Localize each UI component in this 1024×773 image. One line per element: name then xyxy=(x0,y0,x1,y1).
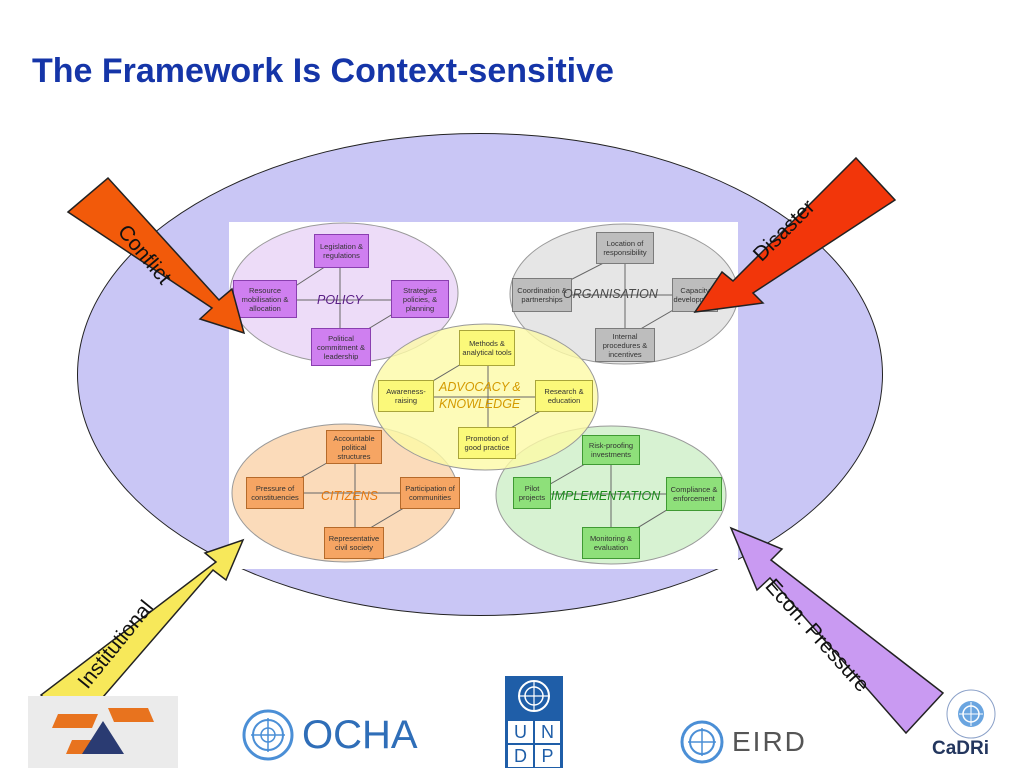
eird-logo-text: EIRD xyxy=(732,726,807,757)
advocacy-box-left: Awareness-raising xyxy=(378,380,434,412)
organisation-label: ORGANISATION xyxy=(563,287,658,301)
partner-logo-triangle xyxy=(28,696,178,768)
policy-box-left: Resource mobilisation & allocation xyxy=(233,280,297,318)
implementation-box-top: Risk-proofing investments xyxy=(582,435,640,465)
citizens-box-top: Accountable political structures xyxy=(326,430,382,464)
eird-logo: EIRD xyxy=(680,718,840,766)
organisation-ellipse xyxy=(509,223,738,365)
econ-pressure-arrow xyxy=(729,526,945,735)
organisation-box-top: Location of responsibility xyxy=(596,232,654,264)
cadri-emblem-icon xyxy=(946,689,996,739)
advocacy-label-line2: KNOWLEDGE xyxy=(439,396,521,411)
cadri-logo-text: CaDRi xyxy=(932,738,990,759)
policy-label: POLICY xyxy=(317,293,363,307)
advocacy-label-line1: ADVOCACY & xyxy=(439,380,521,394)
un-emblem-icon xyxy=(242,709,294,761)
undp-letter-u: U xyxy=(508,721,533,743)
triangle-logo-icon xyxy=(52,708,154,754)
ocha-logo-text: OCHA xyxy=(302,712,418,757)
slide-title: The Framework Is Context-sensitive xyxy=(32,52,614,90)
framework-diagram: Legislation & regulations Resource mobil… xyxy=(229,222,738,569)
implementation-label: IMPLEMENTATION xyxy=(551,489,661,503)
disaster-arrow xyxy=(693,156,897,313)
implementation-box-bottom: Monitoring & evaluation xyxy=(582,527,640,559)
undp-letter-p: P xyxy=(535,745,560,767)
advocacy-box-bottom: Promotion of good practice xyxy=(458,427,516,459)
cadri-logo: CAPACITY FOR DISASTER REDUCTION INITIATI… xyxy=(924,688,1024,768)
citizens-box-right: Participation of communities xyxy=(400,477,460,509)
organisation-box-bottom: Internal procedures & incentives xyxy=(595,328,655,362)
framework-diagram-lines xyxy=(229,222,738,565)
citizens-box-left: Pressure of constituencies xyxy=(246,477,304,509)
undp-letters: U N D P xyxy=(505,721,563,767)
advocacy-box-top: Methods & analytical tools xyxy=(459,330,515,366)
policy-box-top: Legislation & regulations xyxy=(314,234,369,268)
citizens-label: CITIZENS xyxy=(321,489,378,503)
organisation-box-left: Coordination & partnerships xyxy=(512,278,572,312)
advocacy-label: ADVOCACY & KNOWLEDGE xyxy=(439,379,521,413)
conflict-arrow xyxy=(66,176,246,335)
undp-letter-d: D xyxy=(508,745,533,767)
citizens-box-bottom: Representative civil society xyxy=(324,527,384,559)
policy-box-right: Strategies policies, & planning xyxy=(391,280,449,318)
un-emblem-icon xyxy=(680,720,724,764)
ocha-logo: OCHA xyxy=(242,705,452,765)
advocacy-box-right: Research & education xyxy=(535,380,593,412)
implementation-box-right: Compliance & enforcement xyxy=(666,477,722,511)
policy-box-bottom: Political commitment & leadership xyxy=(311,328,371,366)
undp-logo: U N D P xyxy=(505,676,563,768)
undp-letter-n: N xyxy=(535,721,560,743)
implementation-box-left: Pilot projects xyxy=(513,477,551,509)
undp-emblem-icon xyxy=(518,680,550,712)
